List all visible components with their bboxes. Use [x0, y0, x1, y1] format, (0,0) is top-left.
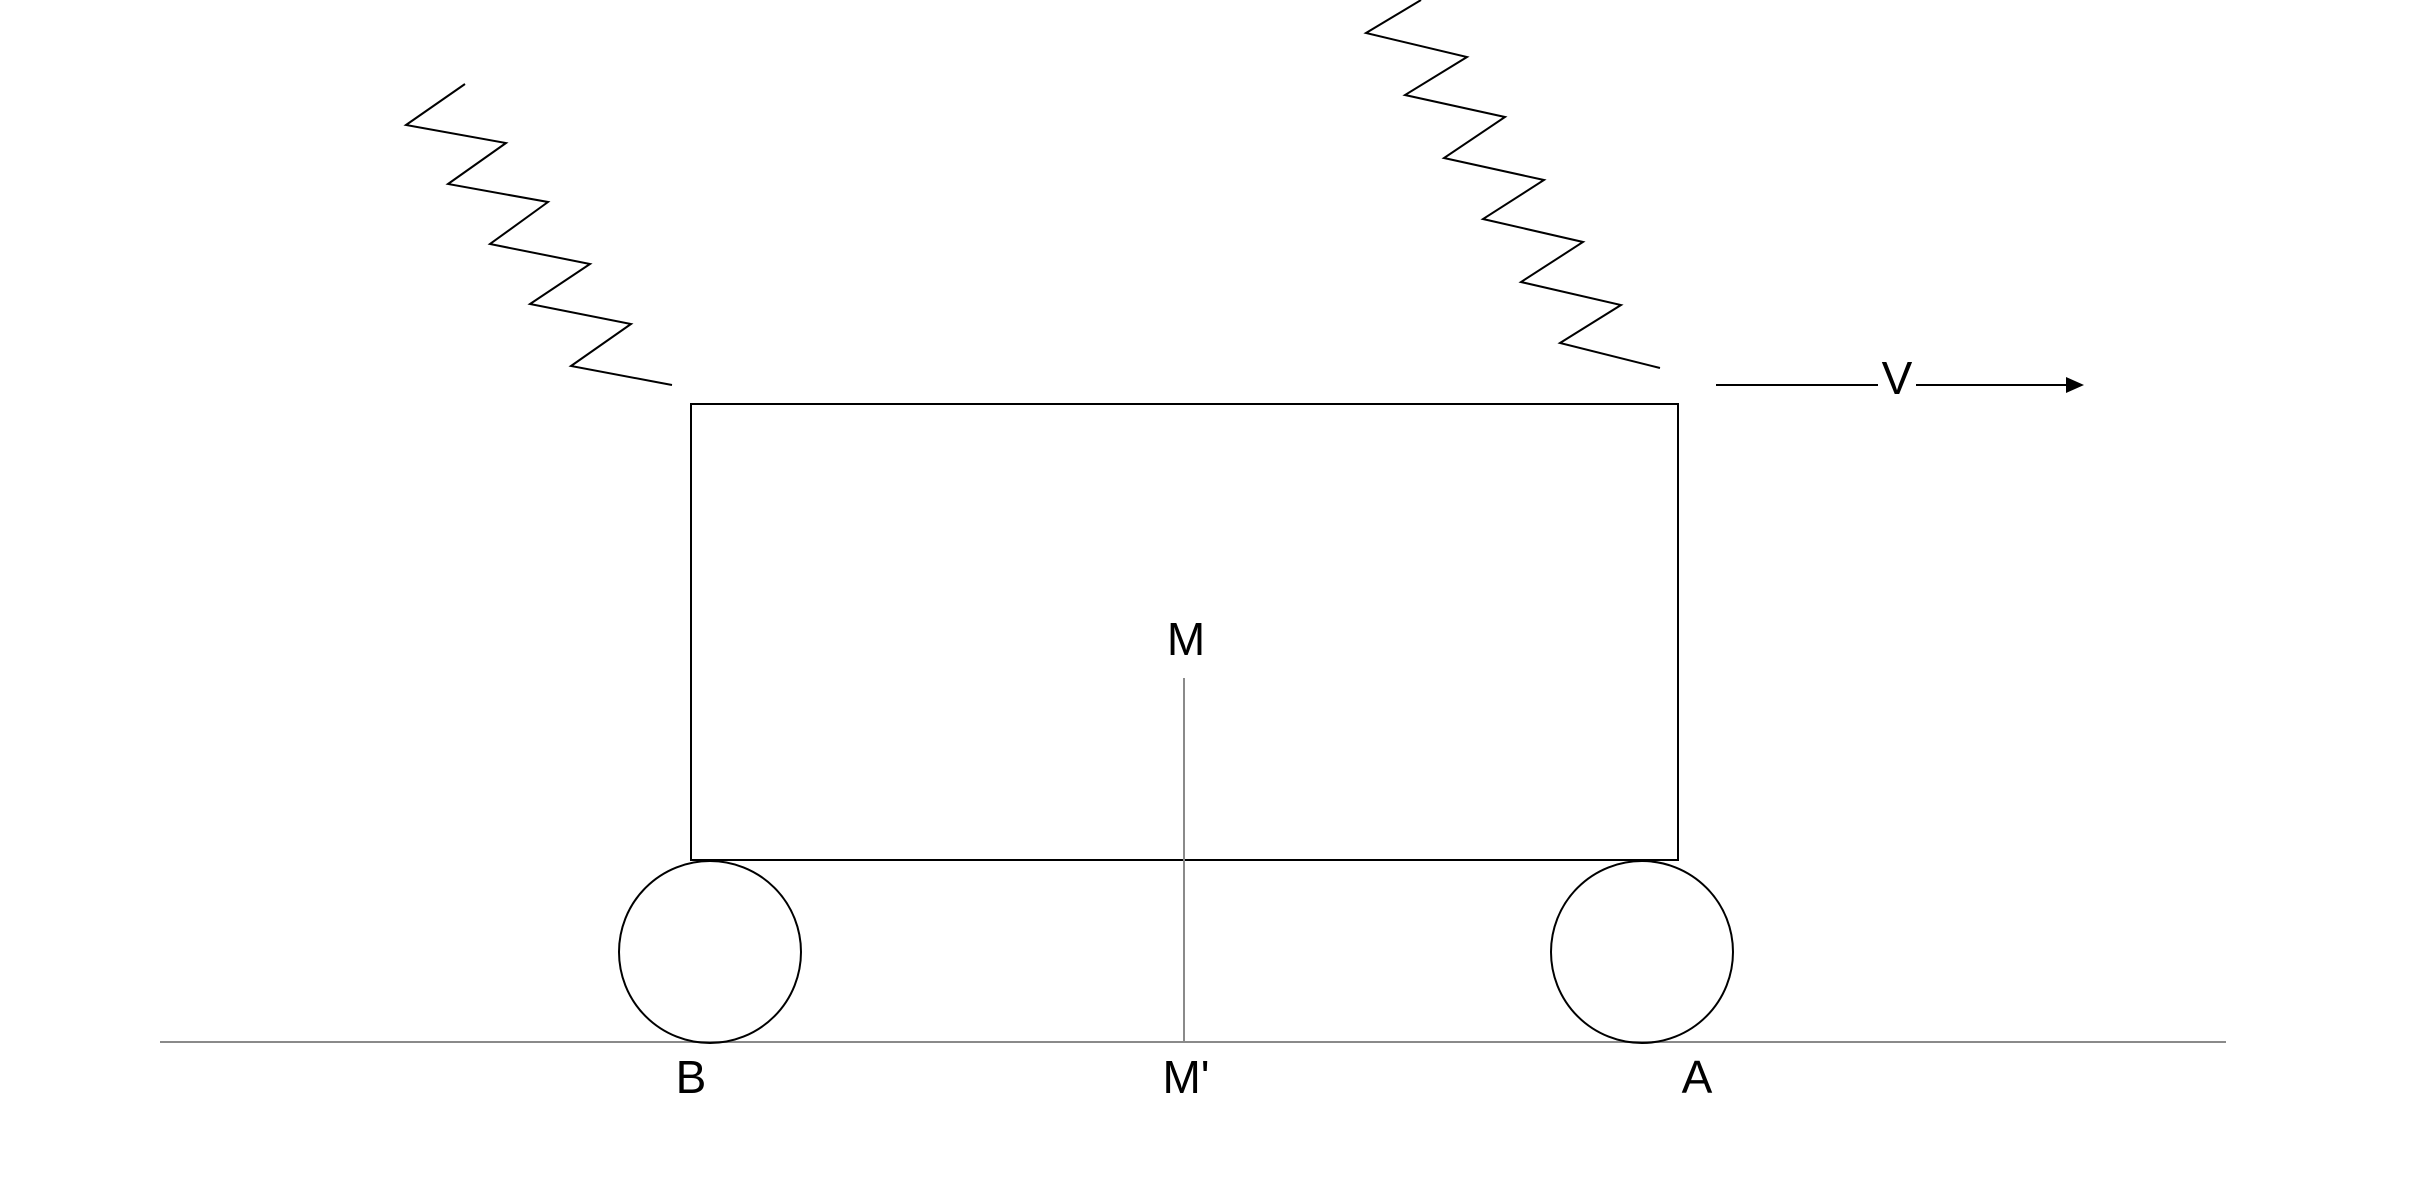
lightning-bolt-right — [1363, 0, 1661, 369]
midpoint-ground-label: M' — [1162, 1051, 1209, 1103]
point-a-label: A — [1682, 1051, 1713, 1103]
velocity-arrow-head — [2066, 377, 2084, 393]
wheel-a — [1550, 860, 1734, 1044]
wheel-b — [618, 860, 802, 1044]
point-b-label: B — [676, 1051, 707, 1103]
midpoint-label: M — [1167, 613, 1205, 665]
velocity-label: V — [1882, 352, 1913, 404]
lightning-bolt-left — [403, 83, 673, 386]
